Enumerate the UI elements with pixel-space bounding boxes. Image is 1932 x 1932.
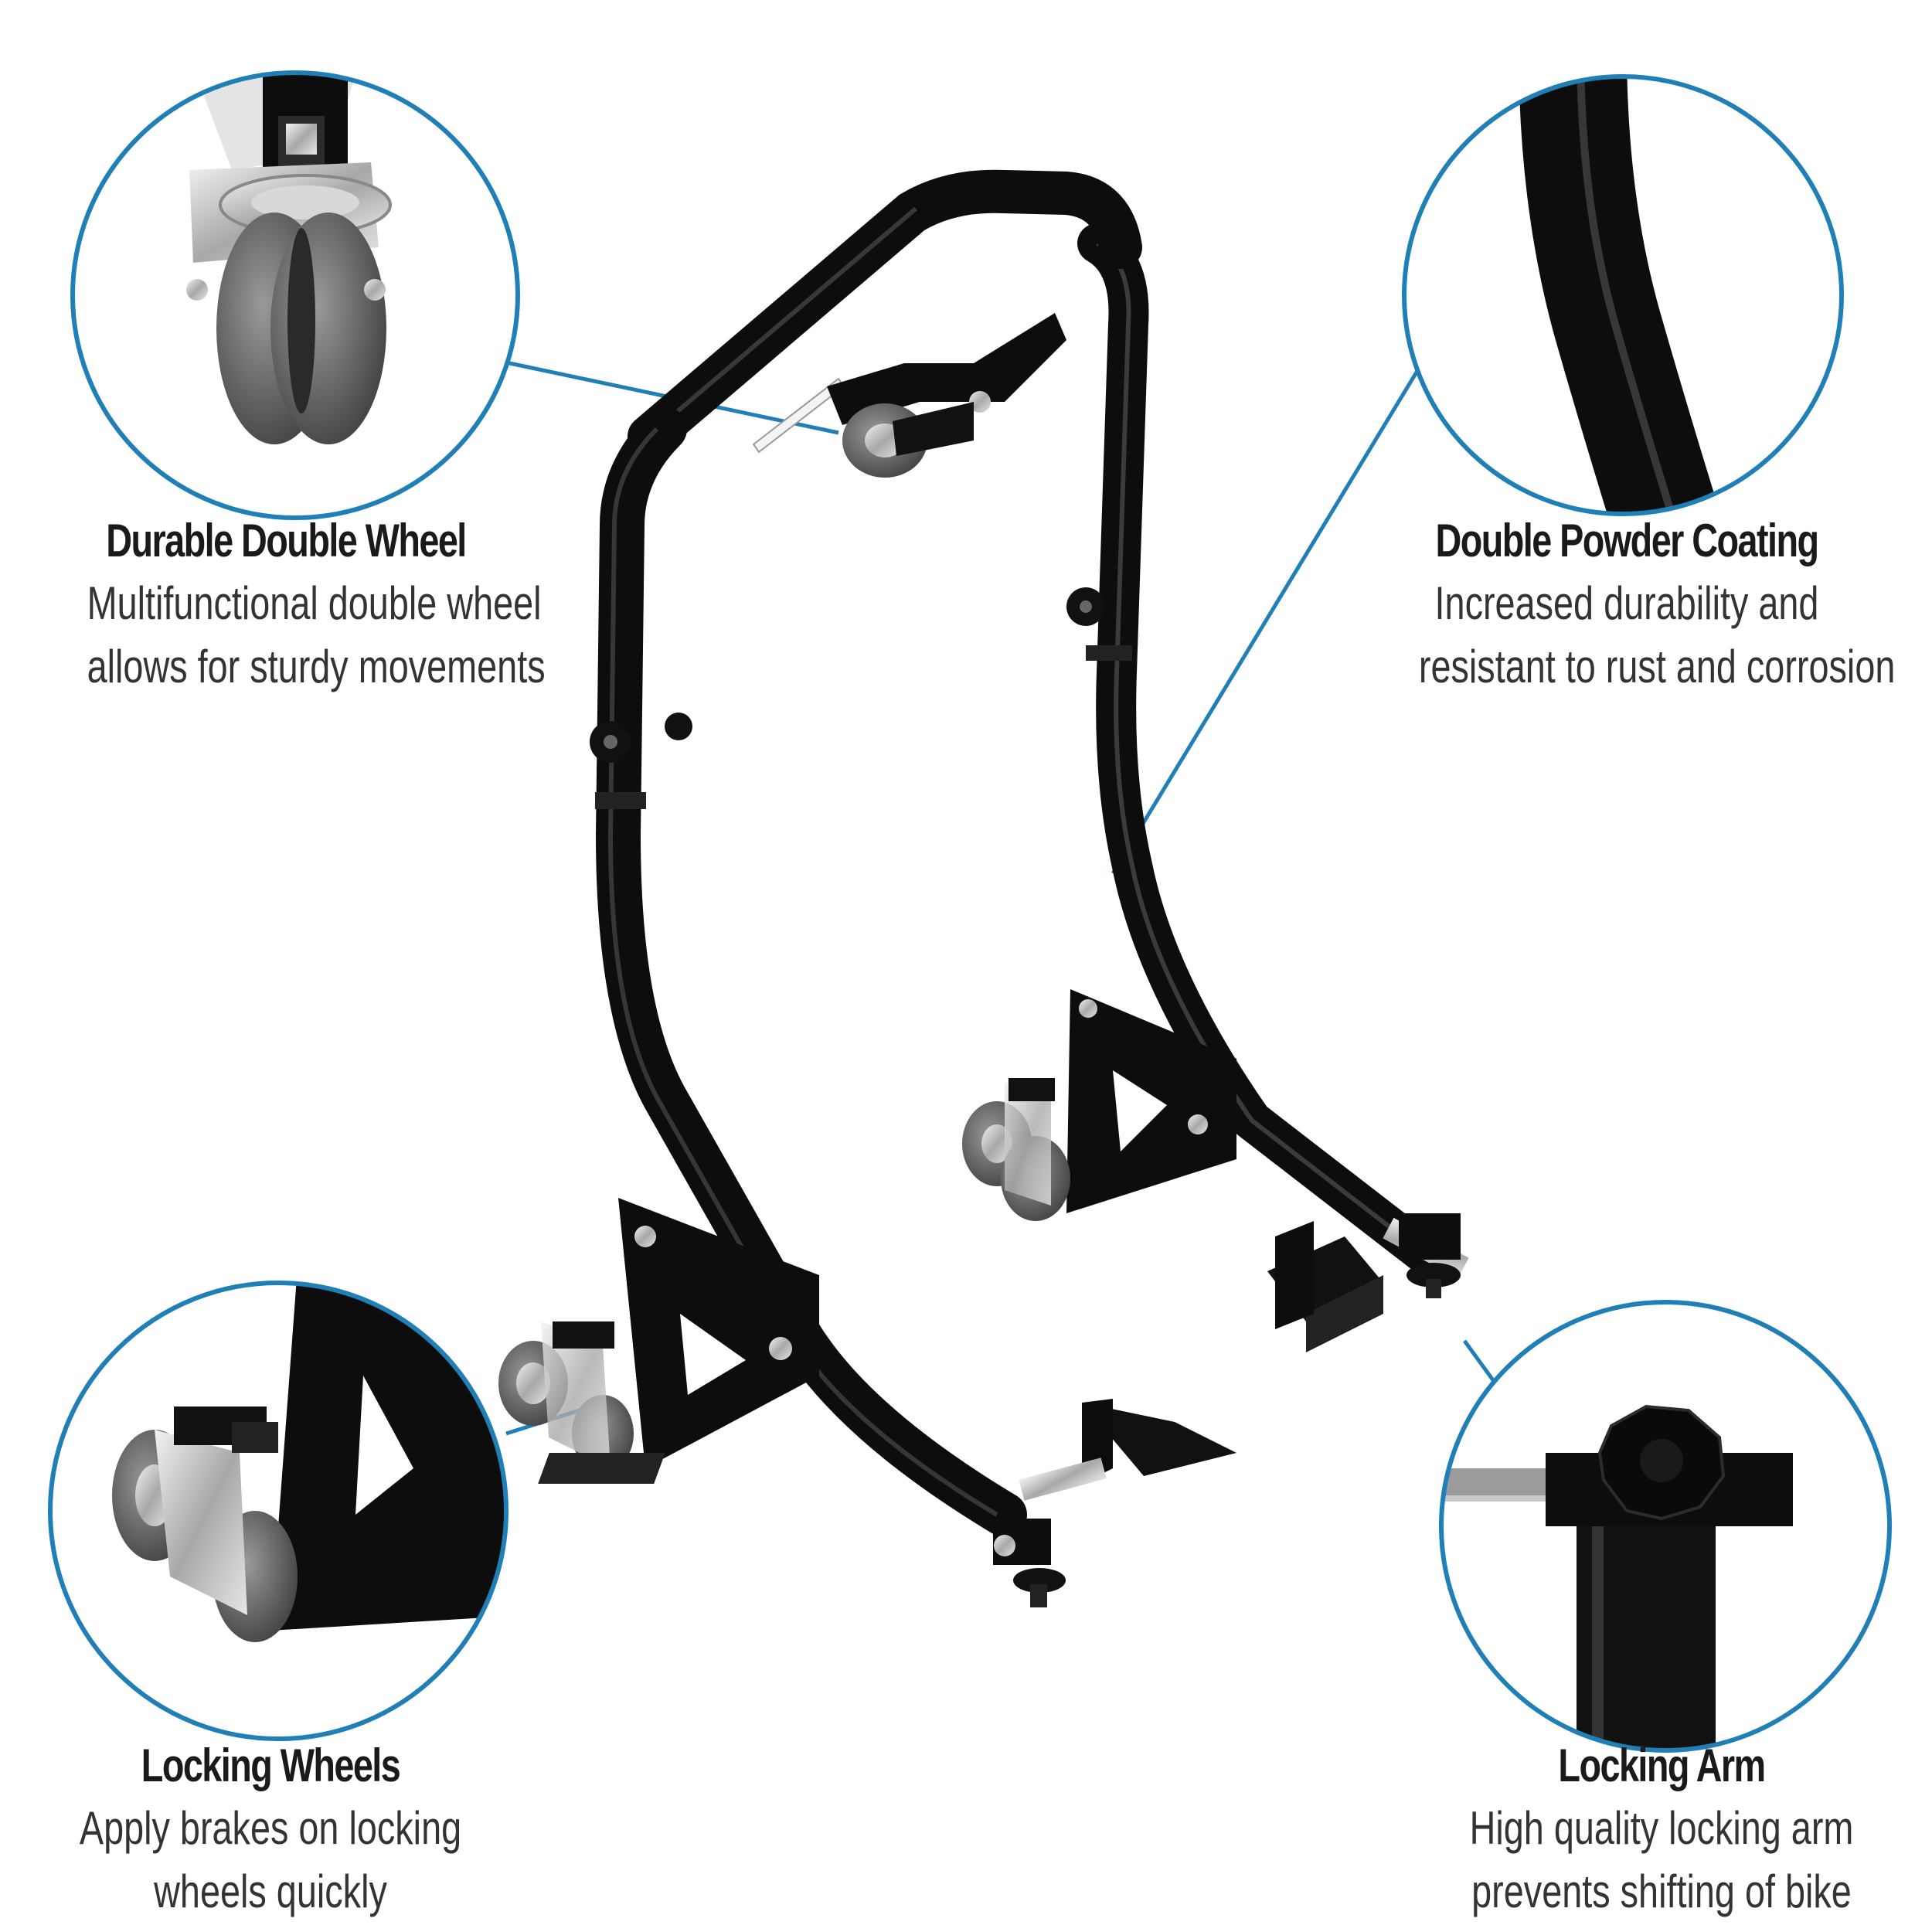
- callout-description-line-2: prevents shifting of bike: [1471, 1866, 1852, 1917]
- callout-title: Durable Double Wheel: [106, 515, 467, 566]
- right-upright: [1066, 223, 1442, 1272]
- callout-description-line-2: allows for sturdy movements: [87, 641, 546, 692]
- top-crossbar: [628, 169, 1142, 458]
- callout-double-powder-coating: Double Powder Coating Increased durabili…: [1360, 510, 1896, 699]
- closeup-ring-bottom-left: [48, 1281, 509, 1741]
- callout-description-line-1: Increased durability and: [1434, 577, 1819, 629]
- callout-description-line-2: resistant to rust and corrosion: [1418, 641, 1896, 692]
- callout-durable-double-wheel: Durable Double Wheel Multifunctional dou…: [31, 510, 546, 699]
- leader-line-locking-arm: [1462, 1339, 1498, 1385]
- callout-description-line-1: Apply brakes on locking: [79, 1802, 462, 1854]
- callout-title: Locking Wheels: [141, 1740, 401, 1791]
- right-foot-step: [1267, 1213, 1469, 1352]
- callout-description-line-1: Multifunctional double wheel: [87, 577, 542, 629]
- left-base-plate: [498, 1198, 819, 1472]
- closeup-ring-top-right: [1402, 74, 1844, 516]
- powder-coated-tube-closeup-icon: [1402, 74, 1844, 516]
- left-upright: [590, 406, 1027, 1537]
- callout-locking-arm: Locking Arm High quality locking arm pre…: [1406, 1735, 1917, 1923]
- right-base-plate: [962, 989, 1236, 1221]
- locking-knob-closeup-icon: [1439, 1300, 1892, 1753]
- motorcycle-stand: [498, 169, 1469, 1607]
- roller-bracket: [827, 313, 1066, 478]
- leader-line-powder-coating: [1111, 362, 1424, 875]
- closeup-ring-top-left: [70, 70, 520, 520]
- left-front-caster: [498, 1321, 634, 1472]
- callout-title: Locking Arm: [1558, 1740, 1766, 1791]
- left-foot-step: [538, 1399, 1236, 1607]
- callout-description-line-2: wheels quickly: [154, 1866, 387, 1917]
- caster-double-wheel-closeup-icon: [70, 70, 520, 520]
- callout-description-line-1: High quality locking arm: [1469, 1802, 1854, 1854]
- callout-title: Double Powder Coating: [1435, 515, 1819, 566]
- closeup-ring-bottom-right: [1439, 1300, 1892, 1753]
- right-rear-caster: [962, 1078, 1070, 1221]
- locking-caster-closeup-icon: [48, 1281, 509, 1741]
- callout-locking-wheels: Locking Wheels Apply brakes on locking w…: [15, 1735, 526, 1923]
